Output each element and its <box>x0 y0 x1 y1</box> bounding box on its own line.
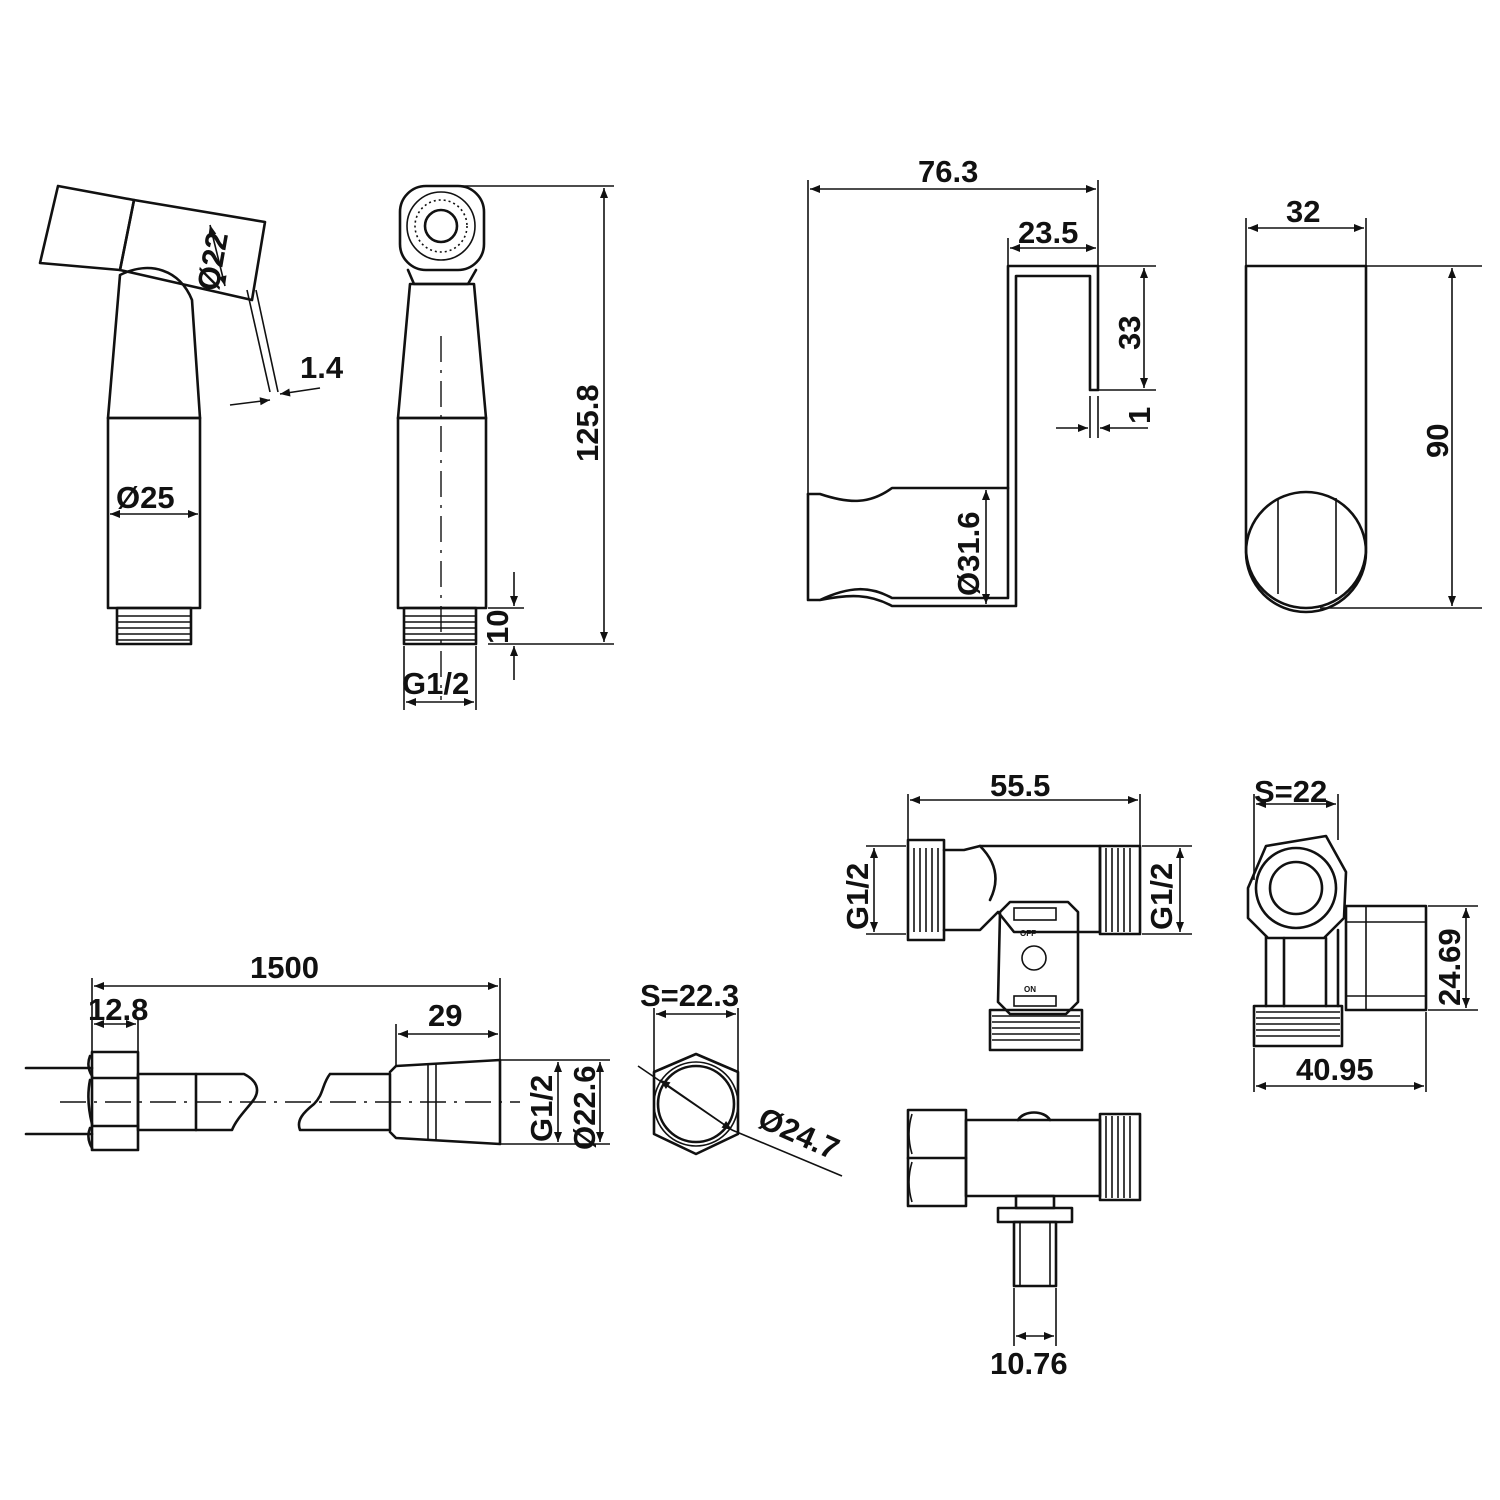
holder-hook-depth-label: 33 <box>1112 316 1147 350</box>
sprayer-thread-size-label: G1/2 <box>402 666 469 701</box>
valve-inlet-thread-label: G1/2 <box>840 863 875 930</box>
hose-view: 1500 12.8 29 G1/2 Ø22.6 <box>24 950 610 1152</box>
valve-on-label: ON <box>1024 985 1036 994</box>
valve-outlet-diameter-label: 24.69 <box>1432 928 1467 1006</box>
holder-width-label: 76.3 <box>918 154 978 189</box>
holder-side-width-label: 32 <box>1286 194 1320 229</box>
hex-across-flats-label: S=22.3 <box>640 978 739 1013</box>
valve-front-view: 10.76 <box>906 1108 1142 1381</box>
valve-stem-width-label: 10.76 <box>990 1346 1068 1381</box>
sprayer-front-view: 125.8 10 G1/2 <box>396 184 614 710</box>
sprayer-thread-length-label: 10 <box>480 610 515 644</box>
sprayer-height-label: 125.8 <box>570 384 605 462</box>
valve-hex-size-label: S=22 <box>1254 774 1327 809</box>
valve-side-view: S=22 24.69 40.95 <box>1246 774 1478 1092</box>
holder-side-view: 32 90 <box>1244 194 1482 614</box>
sprayer-side-view: Ø22 1.4 Ø25 <box>38 184 344 646</box>
valve-outlet-thread-label: G1/2 <box>1144 863 1179 930</box>
holder-cradle-diameter-label: Ø31.6 <box>951 512 986 596</box>
hose-ferrule-length-label: 29 <box>428 998 462 1033</box>
hex-across-corners-label: Ø24.7 <box>753 1100 844 1166</box>
holder-thickness-label: 1 <box>1122 407 1157 424</box>
sprayer-trigger-thickness-label: 1.4 <box>300 350 344 385</box>
valve-off-label: OFF <box>1020 929 1036 938</box>
valve-depth-label: 40.95 <box>1296 1052 1374 1087</box>
hex-nut-view: S=22.3 Ø24.7 <box>637 978 845 1177</box>
holder-front-view: 76.3 23.5 33 1 Ø31.6 <box>806 154 1157 608</box>
holder-hook-width-label: 23.5 <box>1018 215 1078 250</box>
sprayer-body-diameter-label: Ø25 <box>116 480 175 515</box>
sprayer-trigger-diameter-label: Ø22 <box>190 229 235 293</box>
valve-top-view: OFF ON 55.5 G1/2 G1/2 <box>840 768 1192 1052</box>
hose-ferrule-diameter-label: Ø22.6 <box>567 1066 602 1150</box>
hose-thread-size-label: G1/2 <box>524 1075 559 1142</box>
hose-length-label: 1500 <box>250 950 319 985</box>
valve-length-label: 55.5 <box>990 768 1050 803</box>
holder-height-label: 90 <box>1420 424 1455 458</box>
hose-nut-width-label: 12.8 <box>88 992 148 1027</box>
